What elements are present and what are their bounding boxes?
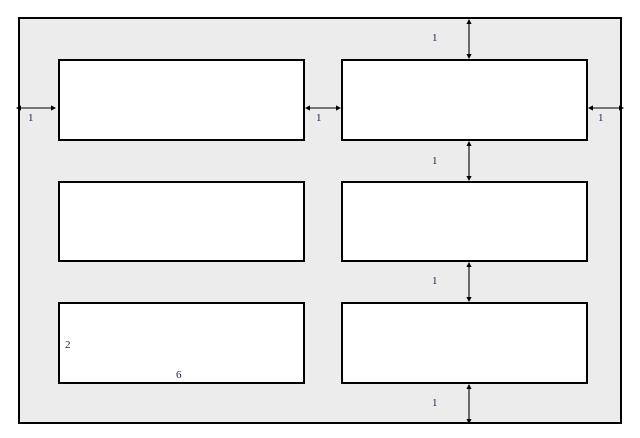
dim-row-gap-1-value: 1 [432,155,438,167]
box-r1c2 [341,59,588,141]
dim-right-margin-arrow-icon [588,103,624,113]
dim-left-margin-value: 1 [28,112,34,124]
dim-row-gap-1-arrow-icon [464,141,474,181]
dim-column-gap-value: 1 [316,112,322,124]
box-r1c1 [58,59,305,141]
dim-top-margin-arrow-icon [464,19,474,59]
dim-left-margin-arrow-icon [16,103,56,113]
dim-column-gap-arrow-icon [305,103,341,113]
box-r2c1 [58,181,305,262]
dim-bottom-margin-value: 1 [432,397,438,409]
cell-label-2: 2 [65,339,71,351]
box-r2c2 [341,181,588,262]
box-r3c1 [58,302,305,384]
dim-bottom-margin-arrow-icon [464,384,474,424]
box-r3c2 [341,302,588,384]
dim-right-margin-value: 1 [598,112,604,124]
cell-label-6: 6 [176,369,182,381]
dim-row-gap-2-value: 1 [432,275,438,287]
dim-row-gap-2-arrow-icon [464,262,474,302]
dim-top-margin-value: 1 [432,32,438,44]
